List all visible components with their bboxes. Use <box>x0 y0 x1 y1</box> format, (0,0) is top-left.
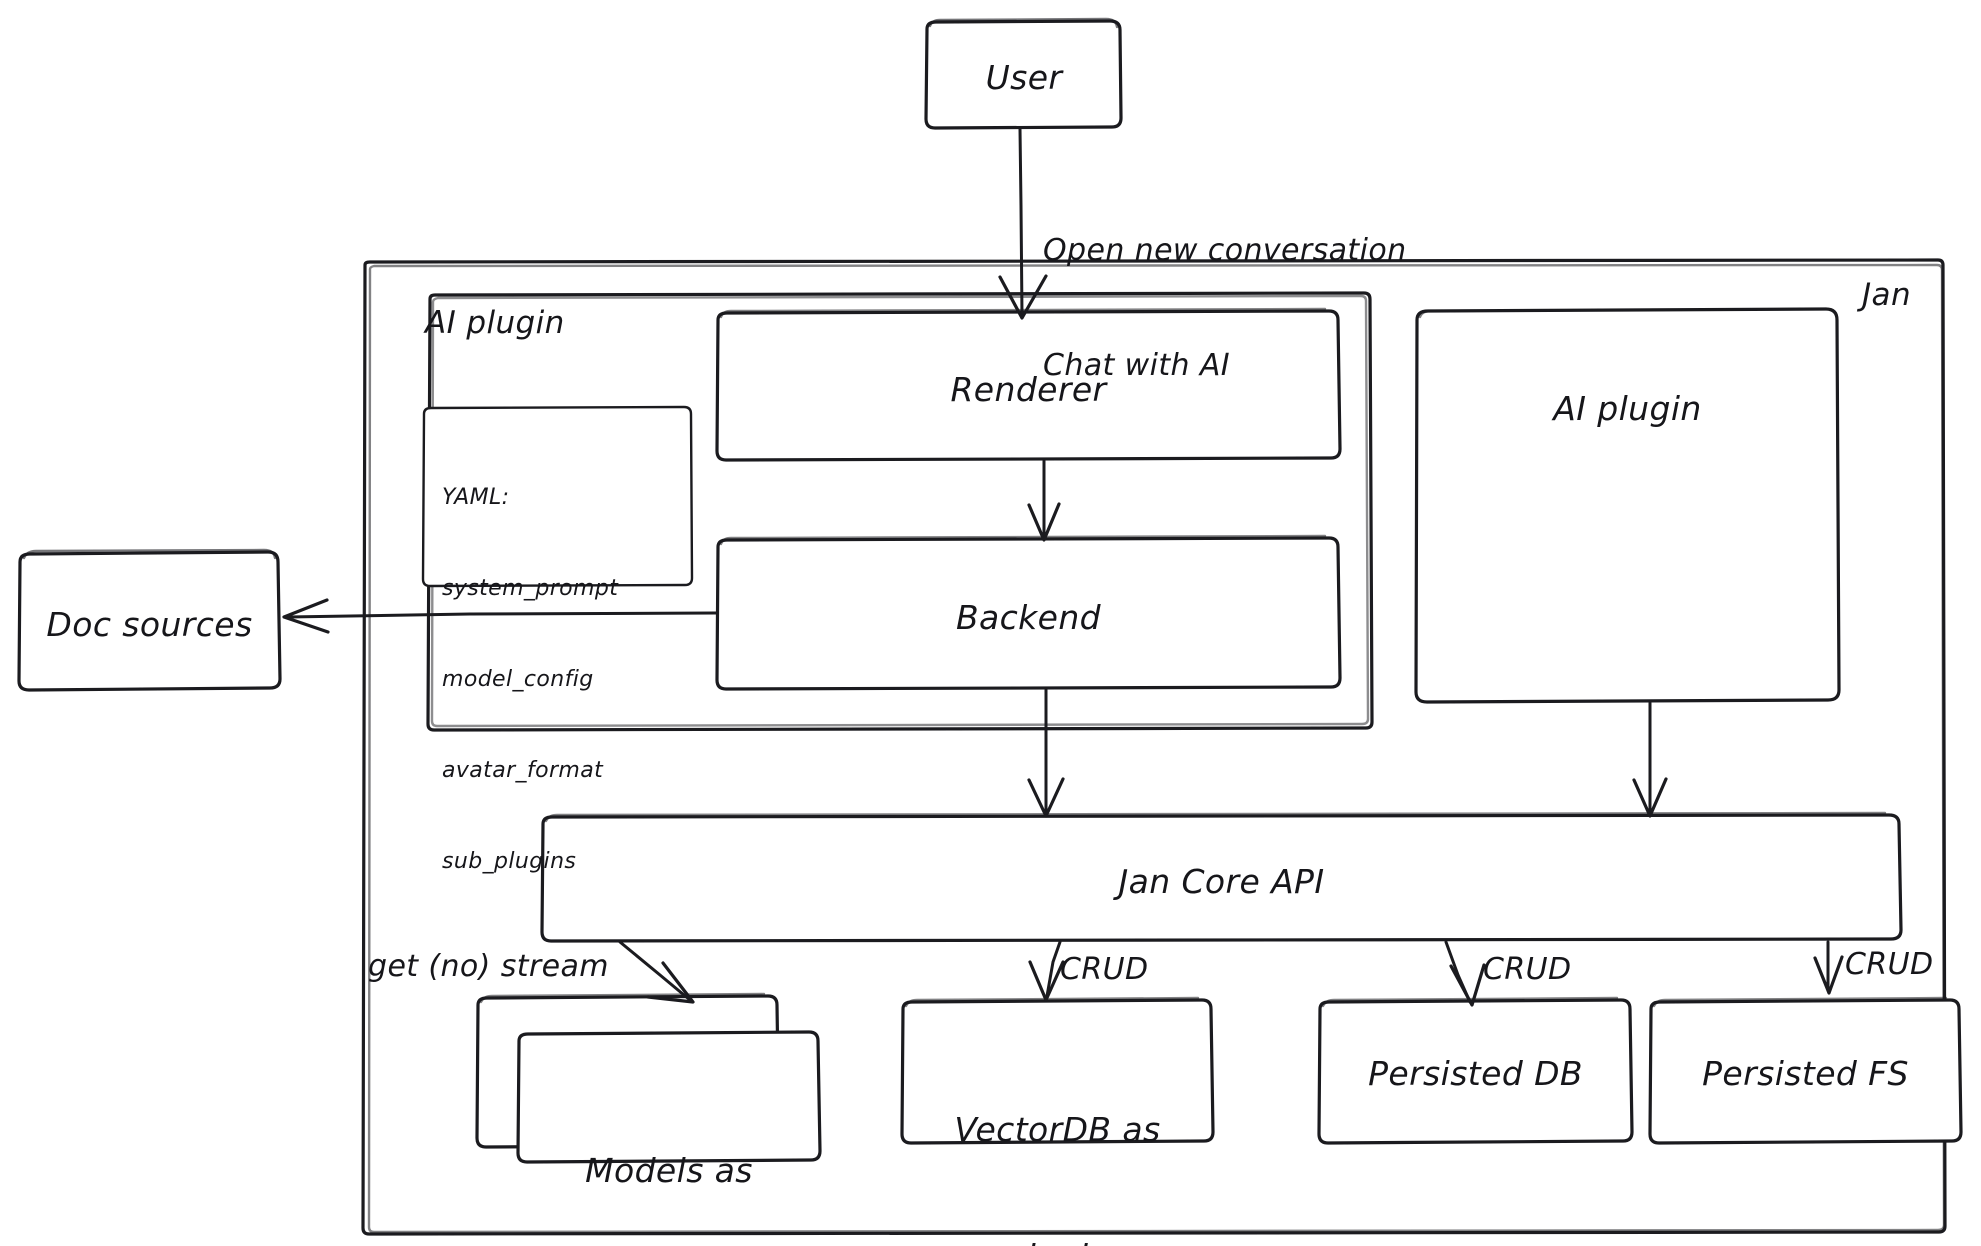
node-doc-sources-shape <box>17 548 282 692</box>
node-jan-core-api-shape <box>540 811 1903 943</box>
edge-ai-plugin-core <box>1632 701 1668 818</box>
edge-renderer-backend <box>1027 459 1061 542</box>
edge-backend-doc-sources <box>282 598 718 634</box>
node-ai-plugin-shape <box>1414 307 1841 704</box>
node-user-shape <box>924 17 1123 130</box>
node-backend-shape <box>715 534 1342 691</box>
edge-core-vectordb <box>1028 940 1065 1002</box>
node-renderer-shape <box>715 307 1342 462</box>
node-vectordb-shape <box>900 996 1215 1145</box>
node-models-shape <box>475 992 822 1164</box>
edge-core-persisted-fs <box>1813 940 1844 995</box>
edge-core-persisted-db <box>1444 940 1486 1007</box>
edge-user-renderer <box>998 127 1048 320</box>
node-persisted-fs-shape <box>1648 996 1963 1145</box>
edge-core-models <box>618 940 695 1004</box>
edge-backend-core <box>1027 688 1065 818</box>
node-persisted-db-shape <box>1317 996 1634 1145</box>
yaml-note-shape <box>421 405 694 588</box>
